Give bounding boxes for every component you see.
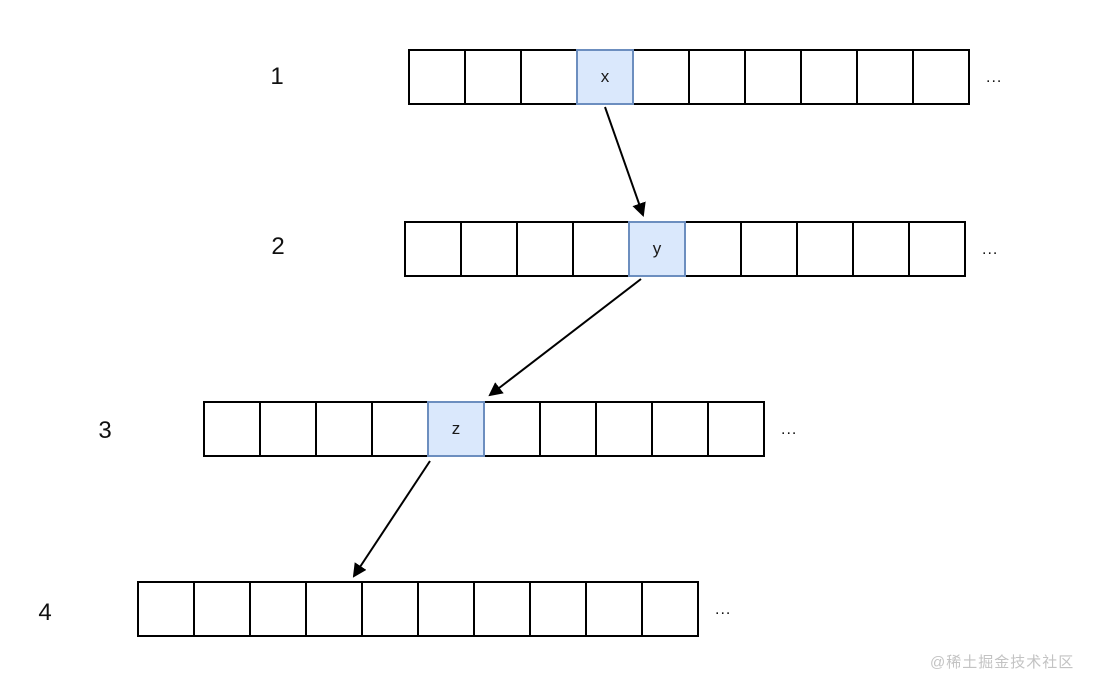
array-cell	[744, 49, 802, 105]
array-cell	[464, 49, 522, 105]
highlighted-cell-z: z	[427, 401, 485, 457]
array-cell	[740, 221, 798, 277]
array-cell	[404, 221, 462, 277]
array-cell	[203, 401, 261, 457]
array-cell	[259, 401, 317, 457]
row-ellipsis: ...	[986, 69, 1003, 86]
array-cell	[632, 49, 690, 105]
array-row-4	[137, 581, 699, 637]
arrow-x-to-y	[604, 106, 646, 217]
array-cell	[408, 49, 466, 105]
array-cell	[688, 49, 746, 105]
array-cell	[417, 581, 475, 637]
row-ellipsis: ...	[982, 241, 999, 258]
array-cell	[651, 401, 709, 457]
array-cell	[520, 49, 578, 105]
row-ellipsis: ...	[781, 421, 798, 438]
array-cell	[595, 401, 653, 457]
array-cell	[193, 581, 251, 637]
highlighted-cell-y: y	[628, 221, 686, 277]
array-row-1: x	[408, 49, 970, 105]
array-cell	[572, 221, 630, 277]
array-row-3: z	[203, 401, 765, 457]
array-cell	[473, 581, 531, 637]
array-cell	[707, 401, 765, 457]
watermark: @稀土掘金技术社区	[930, 654, 1075, 671]
array-cell	[137, 581, 195, 637]
array-cell	[796, 221, 854, 277]
array-cell	[912, 49, 970, 105]
row-ellipsis: ...	[715, 601, 732, 618]
arrow-y-to-z	[488, 278, 642, 397]
array-cell	[585, 581, 643, 637]
row-label-1: 1	[270, 63, 284, 90]
array-cell	[800, 49, 858, 105]
array-cell	[371, 401, 429, 457]
array-row-2: y	[404, 221, 966, 277]
array-cell	[483, 401, 541, 457]
array-cell	[305, 581, 363, 637]
row-label-4: 4	[38, 599, 52, 626]
array-cell	[539, 401, 597, 457]
array-cell	[852, 221, 910, 277]
array-cell	[315, 401, 373, 457]
arrow-group	[352, 106, 646, 578]
arrow-z-to-row4	[352, 460, 431, 578]
array-cell	[641, 581, 699, 637]
row-label-3: 3	[98, 417, 112, 444]
highlighted-cell-x: x	[576, 49, 634, 105]
array-cell	[684, 221, 742, 277]
row-label-2: 2	[271, 233, 285, 260]
array-cell	[529, 581, 587, 637]
array-cell	[361, 581, 419, 637]
array-cell	[856, 49, 914, 105]
array-cell	[249, 581, 307, 637]
array-cell	[908, 221, 966, 277]
array-cell	[460, 221, 518, 277]
array-cell	[516, 221, 574, 277]
